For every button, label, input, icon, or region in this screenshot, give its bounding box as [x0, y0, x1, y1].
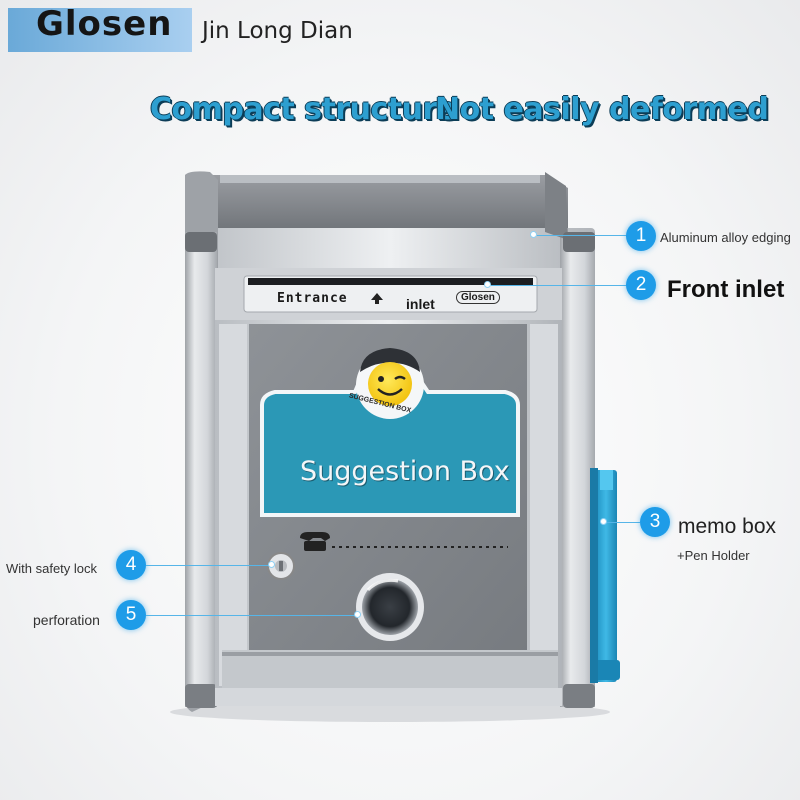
callout-3-sublabel: +Pen Holder: [677, 548, 750, 563]
callout-5-anchor: [354, 611, 361, 618]
headline-compact: Compact structure: [150, 92, 457, 127]
slot-inlet-label: inlet: [406, 296, 435, 312]
memo-pen-holder: [590, 468, 620, 683]
panel-title: Suggestion Box: [300, 456, 510, 487]
callout-5-line: [146, 615, 356, 616]
suggestion-banner: [260, 378, 520, 517]
callout-4-anchor: [268, 561, 275, 568]
callout-3-line: [607, 522, 640, 523]
slot-entrance-label: Entrance: [277, 291, 348, 306]
brand-name: Jin Long Dian: [202, 18, 353, 44]
callout-5-number: 5: [116, 600, 146, 630]
right-frame: [560, 232, 595, 707]
slot-brand-logo: Glosen: [456, 291, 500, 304]
phone-icon: [300, 532, 330, 551]
callout-1-number: 1: [626, 221, 656, 251]
callout-2-label: Front inlet: [667, 276, 785, 303]
brand-banner: [8, 8, 192, 52]
headline-deformed: Not easily deformed: [435, 92, 769, 127]
top-edge-rail: [185, 228, 595, 268]
callout-2-number: 2: [626, 270, 656, 300]
arrow-up-icon: [371, 293, 383, 304]
callout-3-anchor: [600, 518, 607, 525]
callout-1-label: Aluminum alloy edging: [660, 230, 791, 245]
callout-2-line: [491, 285, 627, 286]
callout-4-line: [146, 565, 270, 566]
callout-3-label: memo box: [678, 515, 777, 538]
callout-1-anchor: [530, 231, 537, 238]
inlet-slot: [248, 278, 533, 285]
callout-4-label: With safety lock: [6, 561, 98, 576]
perforation-window: [356, 573, 424, 641]
callout-5-label: perforation: [33, 612, 100, 628]
callout-4-number: 4: [116, 550, 146, 580]
callout-2-anchor: [484, 281, 491, 288]
smiley-mascot-icon: [356, 348, 424, 419]
left-frame: [185, 232, 217, 707]
callout-3-number: 3: [640, 507, 670, 537]
brand-logo: Glosen: [36, 4, 173, 44]
box-top: [185, 175, 568, 232]
lock-icon: [267, 552, 295, 580]
callout-1-line: [537, 235, 627, 236]
